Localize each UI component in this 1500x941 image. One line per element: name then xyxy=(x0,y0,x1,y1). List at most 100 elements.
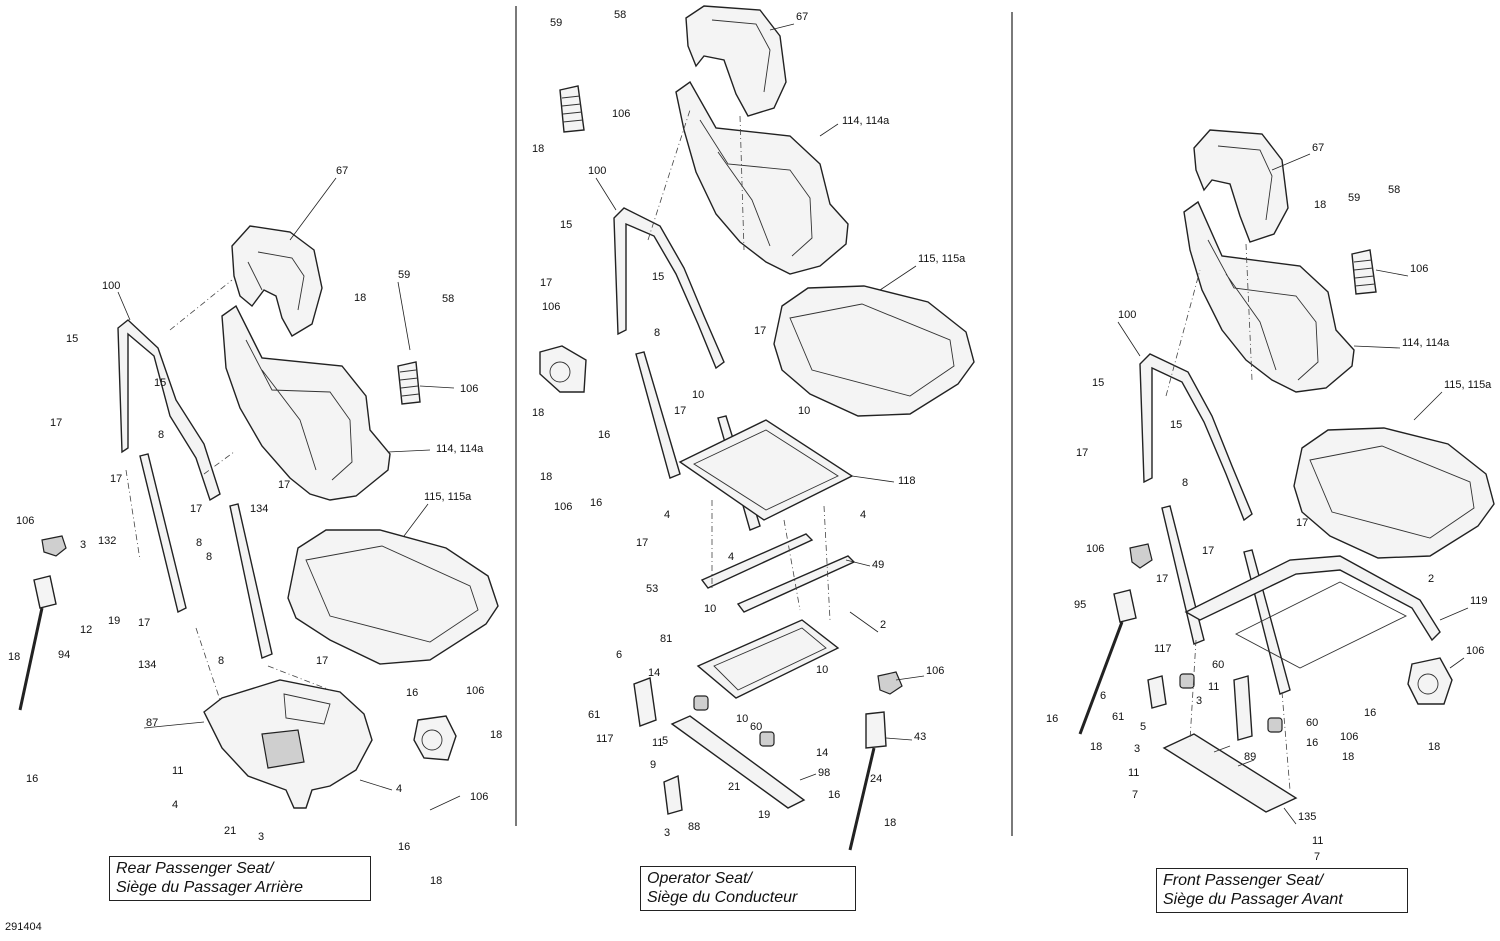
front-seat-assembly xyxy=(1078,129,1495,813)
operator-rail-98 xyxy=(670,715,806,809)
callout: 11 xyxy=(172,765,183,777)
callout: 11 xyxy=(1312,835,1323,847)
rear-hinge-106 xyxy=(397,361,421,405)
callout: 4 xyxy=(172,799,178,811)
callout: 43 xyxy=(914,731,926,743)
operator-seat-label: Operator Seat/ Siège du Conducteur xyxy=(640,866,856,911)
callout: 106 xyxy=(1410,263,1428,275)
front-seat-title-fr: Siège du Passager Avant xyxy=(1163,891,1343,908)
callout: 60 xyxy=(750,721,762,733)
callout: 18 xyxy=(1314,199,1326,211)
operator-cushion xyxy=(773,285,975,417)
front-subframe-119 xyxy=(1184,555,1441,642)
callout: 17 xyxy=(754,325,766,337)
callout: 17 xyxy=(636,537,648,549)
callout: 17 xyxy=(1296,517,1308,529)
callout: 106 xyxy=(1466,645,1484,657)
operator-bumper-right xyxy=(759,731,775,747)
front-bumper-right xyxy=(1267,717,1283,733)
callout: 61 xyxy=(1112,711,1124,723)
operator-callouts: 59 58 67 18 106 114, 114a 100 15 15 17 8… xyxy=(532,9,966,839)
callout: 16 xyxy=(598,429,610,441)
callout: 67 xyxy=(1312,142,1324,154)
callout: 81 xyxy=(660,633,672,645)
front-hinge-106 xyxy=(1351,249,1377,295)
rear-cushion xyxy=(287,529,499,665)
operator-bracket-117 xyxy=(633,677,657,727)
callout: 18 xyxy=(532,143,544,155)
callout: 119 xyxy=(1470,595,1488,607)
callout: 95 xyxy=(1074,599,1086,611)
callout: 8 xyxy=(206,551,212,563)
callout: 132 xyxy=(98,535,116,547)
callout: 16 xyxy=(406,687,418,699)
callout: 16 xyxy=(590,497,602,509)
callout: 7 xyxy=(1132,789,1138,801)
callout: 88 xyxy=(688,821,700,833)
callout: 114, 114a xyxy=(1402,337,1450,349)
front-buckle-106 xyxy=(1129,543,1153,569)
callout: 106 xyxy=(926,665,944,677)
callout: 18 xyxy=(490,729,502,741)
callout: 18 xyxy=(884,817,896,829)
callout: 17 xyxy=(540,277,552,289)
callout: 60 xyxy=(1212,659,1224,671)
callout: 114, 114a xyxy=(842,115,890,127)
front-plate-135 xyxy=(1162,733,1298,813)
callout: 16 xyxy=(1306,737,1318,749)
callout: 18 xyxy=(532,407,544,419)
callout: 10 xyxy=(798,405,810,417)
callout: 8 xyxy=(196,537,202,549)
operator-hinge-106 xyxy=(559,85,585,133)
callout: 10 xyxy=(736,713,748,725)
front-post-left xyxy=(1161,505,1205,645)
operator-buckle-106 xyxy=(877,671,903,695)
callout: 11 xyxy=(652,737,663,749)
callout: 8 xyxy=(1182,477,1188,489)
callout: 18 xyxy=(430,875,442,887)
callout: 17 xyxy=(1202,545,1214,557)
callout: 114, 114a xyxy=(436,443,484,455)
callout: 94 xyxy=(58,649,70,661)
rear-belt-latch xyxy=(33,575,57,609)
callout: 115, 115a xyxy=(424,491,472,503)
callout: 106 xyxy=(16,515,34,527)
callout: 10 xyxy=(816,664,828,676)
callout: 106 xyxy=(542,301,560,313)
callout: 18 xyxy=(540,471,552,483)
leader-lines xyxy=(117,23,1469,825)
callout: 106 xyxy=(460,383,478,395)
callout: 6 xyxy=(1100,690,1106,702)
rear-frame xyxy=(117,319,221,502)
callout: 17 xyxy=(110,473,122,485)
rear-retractor xyxy=(413,715,457,761)
front-bumper-left xyxy=(1179,673,1195,689)
callout: 61 xyxy=(588,709,600,721)
callout: 115, 115a xyxy=(918,253,966,265)
front-callouts: 67 18 59 58 106 100 114, 114a 15 15 17 8… xyxy=(1046,142,1492,863)
callout: 8 xyxy=(218,655,224,667)
rear-seat-assembly xyxy=(18,225,499,809)
rear-headrest xyxy=(231,225,323,337)
front-headrest xyxy=(1193,129,1289,243)
callout: 18 xyxy=(1090,741,1102,753)
callout: 17 xyxy=(50,417,62,429)
callout: 7 xyxy=(1314,851,1320,863)
callout: 8 xyxy=(158,429,164,441)
rear-callouts: 67 100 15 15 17 8 114, 114a 59 18 58 106… xyxy=(8,165,502,887)
callout: 89 xyxy=(1244,751,1256,763)
operator-seat-assembly xyxy=(539,5,975,851)
rear-seat-title-fr: Siège du Passager Arrière xyxy=(116,879,304,896)
callout: 17 xyxy=(1076,447,1088,459)
callout: 17 xyxy=(674,405,686,417)
callout: 106 xyxy=(1086,543,1104,555)
callout: 134 xyxy=(250,503,268,515)
operator-subframe-118 xyxy=(678,419,854,521)
callout: 10 xyxy=(692,389,704,401)
rear-buckle-106 xyxy=(41,535,67,557)
callout: 2 xyxy=(1428,573,1434,585)
front-latch-95 xyxy=(1113,589,1137,623)
operator-seat-title-fr: Siège du Conducteur xyxy=(647,889,798,906)
callout: 5 xyxy=(662,735,668,747)
